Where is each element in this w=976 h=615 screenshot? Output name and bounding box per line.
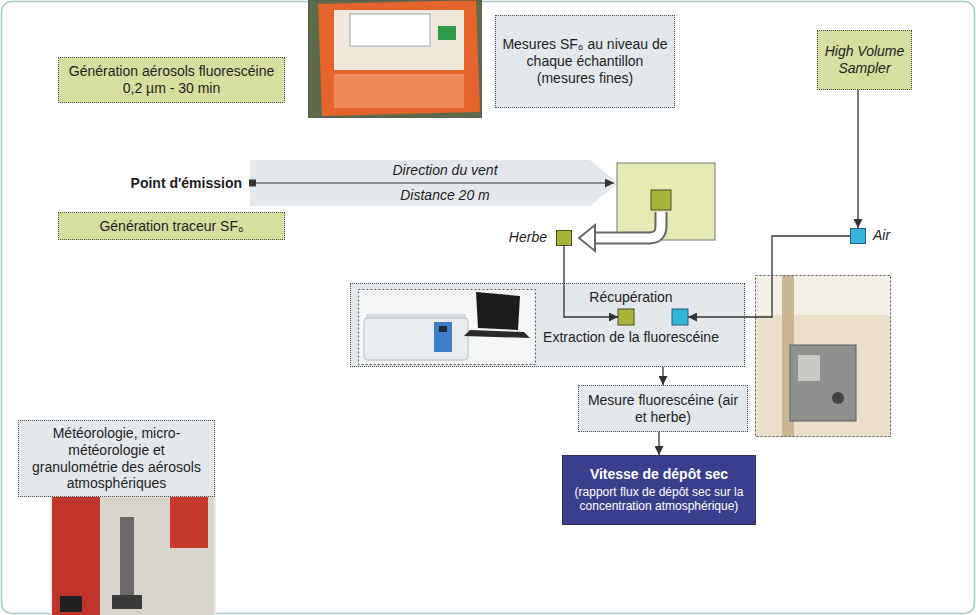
node-text: Extraction de la fluorescéine [526, 329, 736, 346]
photo-sf6-case [438, 26, 456, 40]
sample-square [651, 190, 671, 210]
photo-sf6-case [308, 0, 482, 118]
sampling-arrow [594, 212, 661, 238]
sample-square: Air [850, 228, 866, 244]
sample-label: Air [873, 227, 890, 244]
photo-meteo-station [170, 496, 208, 548]
node-text: Vitesse de dépôt sec [590, 466, 728, 483]
sampler-box: High Volume Sampler [817, 30, 912, 90]
photo-meteo-station [120, 517, 134, 595]
flow-connector [564, 246, 618, 317]
flow-connector [658, 432, 659, 455]
node-text: (rapport flux de dépôt sec sur la concen… [569, 485, 749, 514]
photo-frame [309, 1, 482, 118]
sample-label: Herbe [509, 229, 547, 246]
annotation-label: Distance 20 m [355, 187, 535, 203]
measurement-box: Mesure fluorescéine (air et herbe) [578, 385, 748, 432]
photo-sf6-case [350, 14, 430, 46]
process-box: Génération aérosols fluorescéine 0,2 µm … [58, 57, 285, 103]
annotation-label: Point d'émission [100, 175, 242, 191]
node-text: Météorologie, micro-météorologie et gran… [25, 425, 208, 492]
result-box: Vitesse de dépôt sec (rapport flux de dép… [562, 455, 756, 525]
sample-square: Herbe [556, 230, 572, 246]
photo-laptop [464, 330, 530, 338]
photo-spectrofluorimeter [434, 322, 452, 352]
flow-connector [857, 90, 858, 228]
photo-sampler [798, 355, 820, 381]
photo-frame [756, 276, 891, 437]
process-box: RécupérationExtraction de la fluorescéin… [350, 283, 745, 367]
flow-connector [688, 236, 850, 317]
wind-line [256, 182, 614, 183]
node-text: High Volume Sampler [824, 43, 905, 77]
info-box: Météorologie, micro-météorologie et gran… [18, 420, 215, 497]
photo-meteo-station [100, 492, 214, 615]
emission-point [249, 180, 256, 187]
flow-connector [662, 367, 663, 385]
photo-laptop [476, 292, 520, 330]
photo-meteo-station [52, 488, 100, 615]
photo-sf6-case [318, 0, 480, 116]
measurement-box: Mesures SF₆ au niveau de chaque échantil… [495, 15, 675, 108]
sampling-arrow-head [579, 225, 595, 251]
annotation-label: Direction du vent [355, 162, 535, 178]
node-text: Mesure fluorescéine (air et herbe) [585, 392, 741, 426]
node-text: Mesures SF₆ au niveau de chaque échantil… [502, 36, 668, 86]
photo-spectrofluorimeter [358, 289, 536, 365]
process-box-fill [350, 283, 745, 367]
photo-spectrofluorimeter [439, 326, 447, 332]
node-text: Génération traceur SF₆ [99, 218, 243, 235]
sample-square [672, 309, 688, 325]
node-text: Récupération [526, 289, 736, 306]
photo-sf6-case [334, 74, 464, 108]
photo-sampler [755, 275, 891, 315]
photo-sf6-case [334, 10, 464, 70]
photo-sampler [832, 392, 844, 404]
sample-square [618, 309, 634, 325]
wind-band [250, 160, 618, 206]
photo-meteo-station [60, 596, 82, 612]
sampling-arrow [594, 212, 661, 238]
photo-sampler [755, 275, 891, 437]
photo-spectrofluorimeter [364, 318, 468, 360]
photo-meteo-station [112, 595, 142, 609]
photo-frame [359, 290, 536, 365]
node-text: Génération aérosols fluorescéine 0,2 µm … [65, 63, 278, 97]
process-box: Génération traceur SF₆ [58, 212, 285, 240]
photo-sampler [790, 345, 856, 421]
photo-meteo-station [50, 484, 216, 615]
